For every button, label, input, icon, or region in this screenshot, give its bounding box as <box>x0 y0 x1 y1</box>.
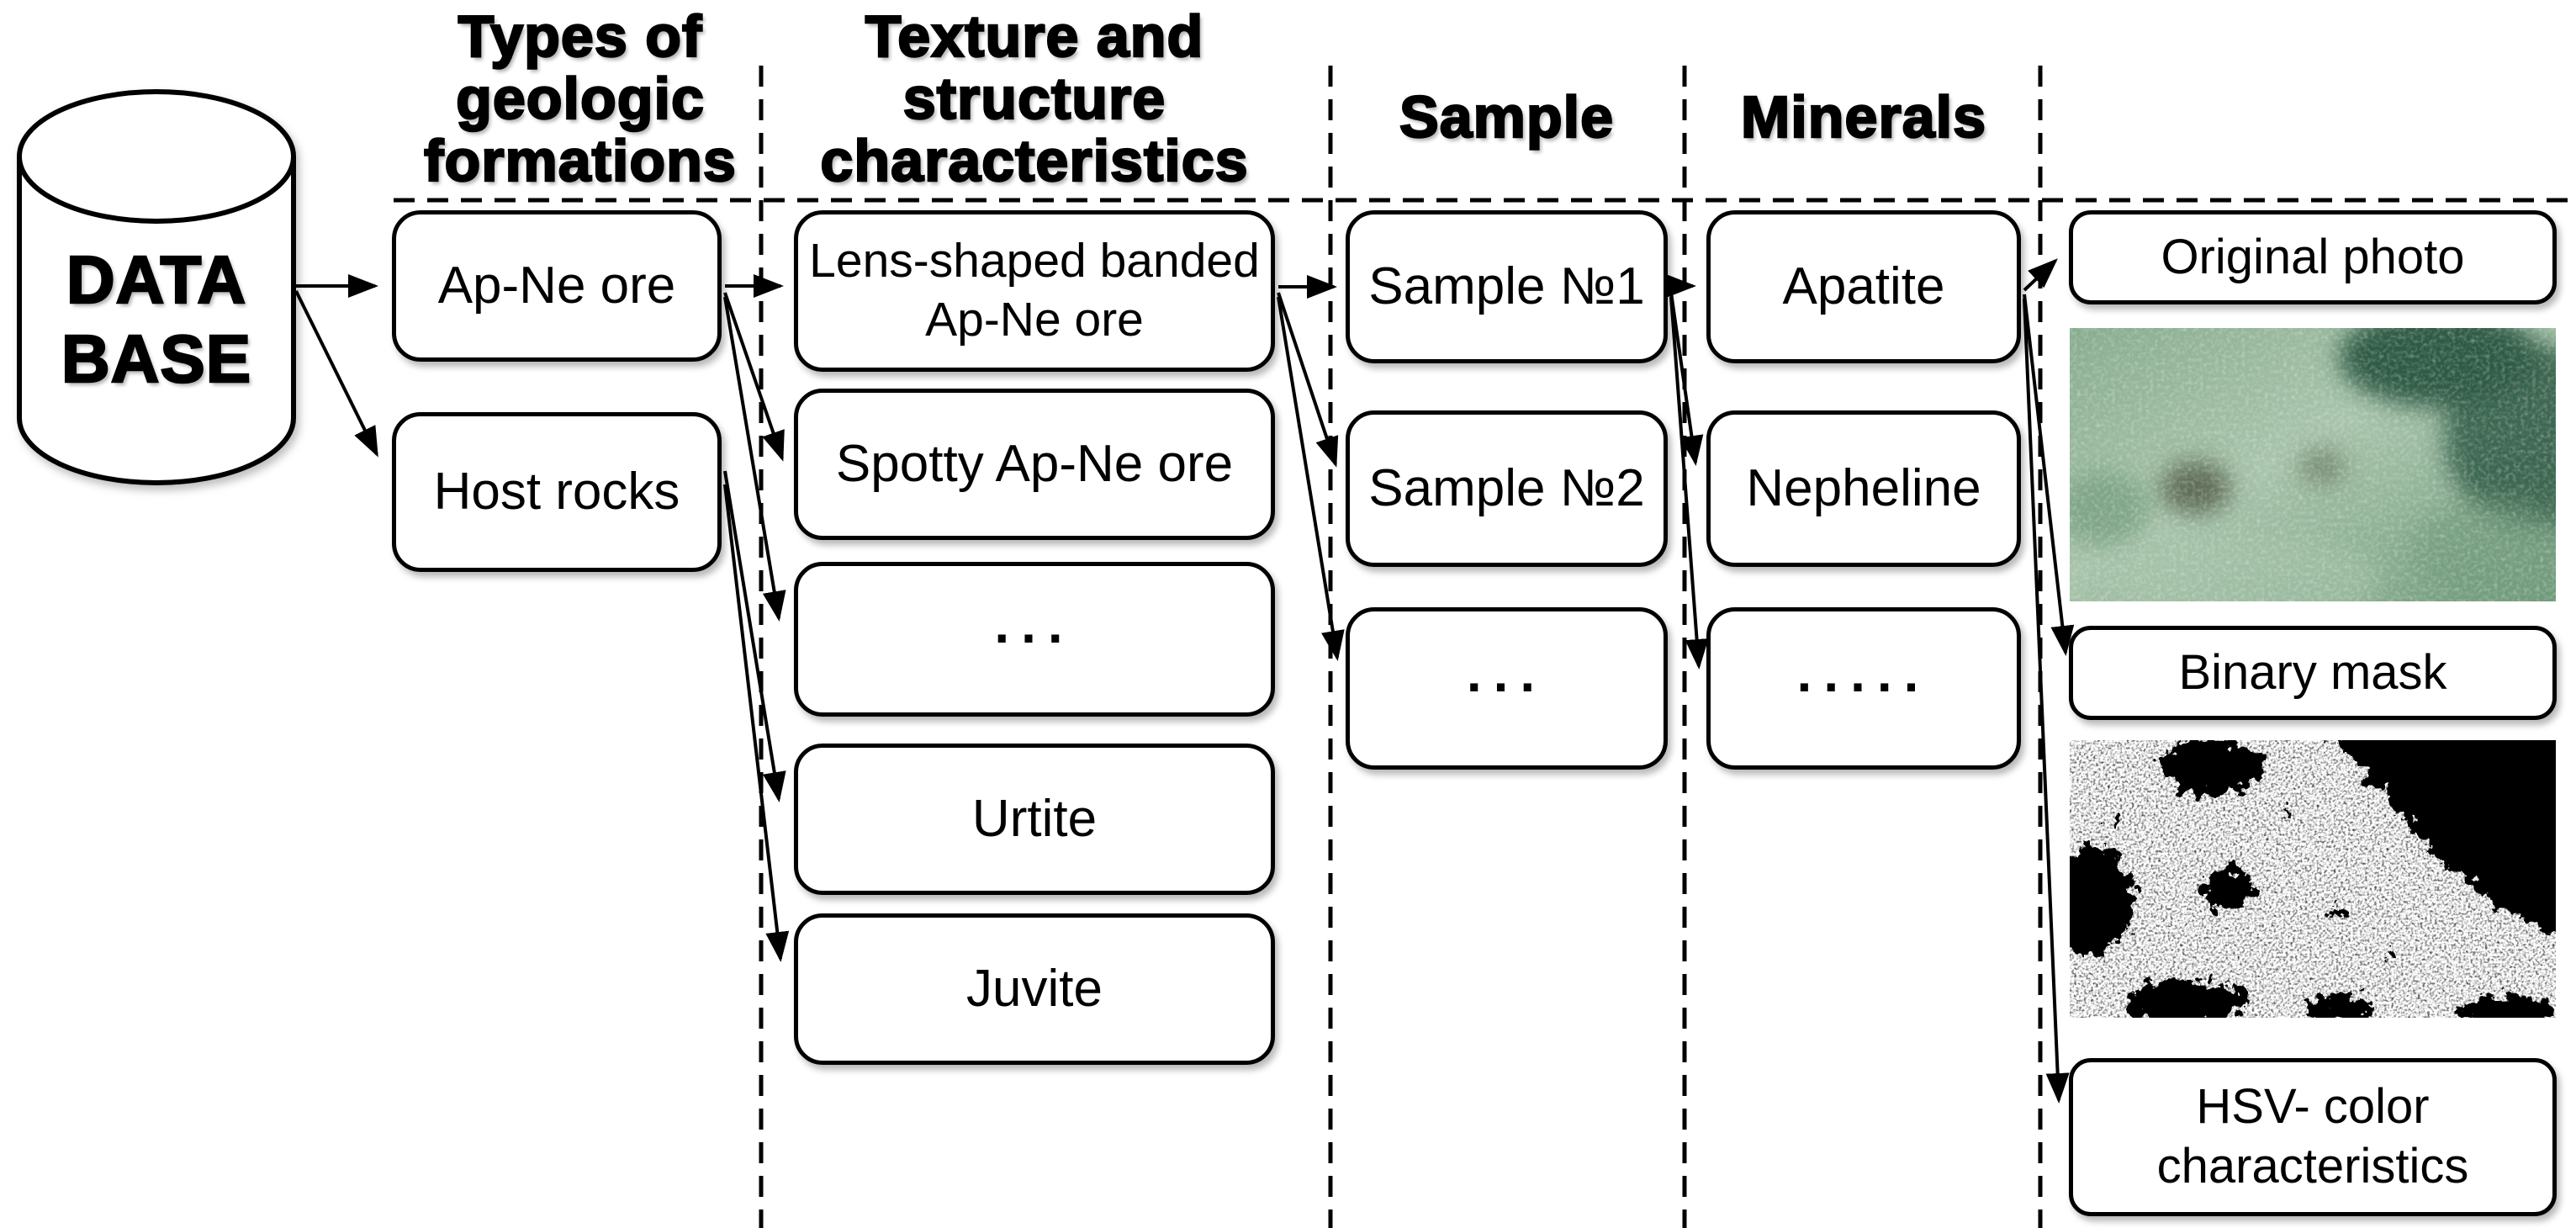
arrow-ore-to-spotty <box>723 292 785 462</box>
node-label: Original photo <box>2161 229 2465 284</box>
database-label: DATA BASE <box>24 241 289 400</box>
arrow-lens-to-sample-dots <box>1277 296 1345 661</box>
arrow-ore-to-texture-dots <box>723 296 786 622</box>
node-urtite: Urtite <box>794 744 1275 895</box>
ellipsis-label: ..... <box>1796 643 1931 704</box>
header-line: Minerals <box>1740 84 1987 150</box>
node-label: Sample №1 <box>1368 257 1645 316</box>
ellipsis-label: ... <box>994 594 1075 655</box>
node-label: Spotty Ap-Ne ore <box>835 435 1234 494</box>
node-label-line1: Lens-shaped banded <box>809 234 1260 288</box>
header-line: structure <box>902 66 1166 131</box>
database-label-line1: DATA <box>66 241 247 319</box>
header-minerals: Minerals <box>1706 84 2021 150</box>
node-binary-mask: Binary mask <box>2069 626 2557 720</box>
arrow-apatite-to-hsv <box>2023 298 2070 1104</box>
photo-grain <box>2070 328 2556 601</box>
node-juvite: Juvite <box>794 913 1275 1065</box>
header-sample: Sample <box>1346 84 1668 150</box>
node-label: Apatite <box>1782 257 1945 316</box>
node-texture-ellipsis: ... <box>794 562 1275 717</box>
arrow-database-to-host-rocks <box>294 290 378 458</box>
arrow-host-to-juvite <box>723 484 790 962</box>
arrow-apatite-to-mask <box>2023 294 2075 656</box>
node-label-line1: HSV- color <box>2196 1079 2430 1135</box>
node-apatite: Apatite <box>1706 210 2021 363</box>
header-types-of-geologic-formations: Types of geologic formations <box>378 3 782 193</box>
node-label: Sample №2 <box>1368 459 1645 518</box>
header-line: geologic <box>455 66 705 131</box>
node-label: Urtite <box>971 790 1098 849</box>
node-sample-1: Sample №1 <box>1346 210 1668 363</box>
node-label: Nepheline <box>1746 459 1981 518</box>
arrow-apatite-to-photo <box>2023 258 2058 292</box>
header-line: formations <box>423 128 737 193</box>
arrow-sample1-to-nepheline <box>1669 292 1704 466</box>
node-sample-ellipsis: ... <box>1346 607 1668 770</box>
node-label-line2: characteristics <box>2156 1139 2469 1194</box>
header-line: characteristics <box>819 128 1249 193</box>
arrow-sample1-to-mineral-dots <box>1669 296 1709 670</box>
node-sample-2: Sample №2 <box>1346 410 1668 567</box>
node-label: Binary mask <box>2178 644 2447 700</box>
binary-mask-image <box>2070 740 2556 1018</box>
node-apne-ore: Ap-Ne ore <box>392 210 722 362</box>
ellipsis-label: ... <box>1466 643 1547 704</box>
header-texture-structure-characteristics: Texture and structure characteristics <box>782 3 1287 193</box>
node-label: Host rocks <box>433 463 680 521</box>
arrow-lens-to-sample2 <box>1277 292 1339 468</box>
node-hsv-color-characteristics: HSV- color characteristics <box>2069 1058 2557 1216</box>
database-label-line2: BASE <box>61 320 252 398</box>
database-cylinder <box>17 89 296 485</box>
header-line: Types of <box>457 3 703 69</box>
mask-speckle <box>2070 740 2556 1018</box>
header-line: Texture and <box>864 3 1204 69</box>
node-nepheline: Nepheline <box>1706 410 2021 567</box>
node-mineral-ellipsis: ..... <box>1706 607 2021 770</box>
node-lens-shaped-banded: Lens-shaped banded Ap-Ne ore <box>794 210 1275 372</box>
original-photo-image <box>2070 328 2556 601</box>
node-host-rocks: Host rocks <box>392 412 722 572</box>
node-spotty-apne-ore: Spotty Ap-Ne ore <box>794 389 1275 540</box>
node-label: Juvite <box>966 960 1103 1019</box>
node-label-line2: Ap-Ne ore <box>925 293 1144 347</box>
arrow-host-to-urtite <box>723 470 786 802</box>
node-original-photo: Original photo <box>2069 210 2557 304</box>
node-label: Ap-Ne ore <box>437 257 676 315</box>
header-line: Sample <box>1399 84 1615 150</box>
